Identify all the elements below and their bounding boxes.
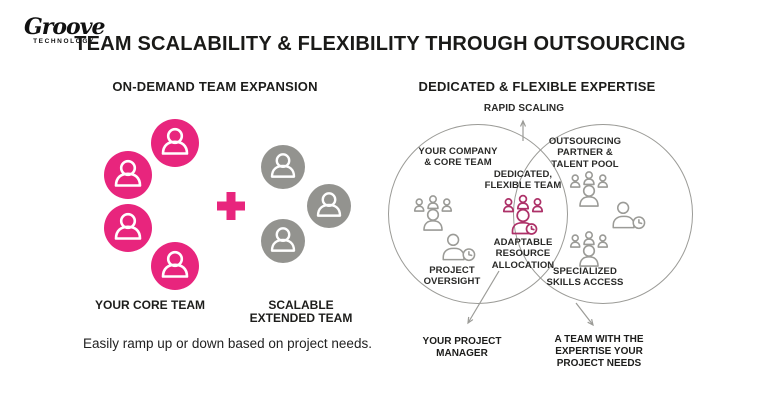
rapid-scaling-label: RAPID SCALING	[483, 103, 565, 114]
core-team-member-icon	[104, 204, 152, 252]
team-icon	[412, 193, 454, 231]
extended-team-member-icon	[261, 219, 305, 263]
extended-team-member-icon	[307, 184, 351, 228]
extended-team-member-icon	[261, 145, 305, 189]
right-panel-heading: DEDICATED & FLEXIBLE EXPERTISE	[418, 79, 656, 94]
person-clock-icon	[441, 233, 477, 262]
left-panel-caption: Easily ramp up or down based on project …	[83, 336, 372, 351]
team-icon	[568, 169, 610, 207]
person-clock-icon	[611, 201, 647, 230]
venn-right-title: OUTSOURCING PARTNER & TALENT POOL	[548, 136, 622, 170]
venn-left-title: YOUR COMPANY & CORE TEAM	[418, 146, 498, 169]
expert-team-callout: A TEAM WITH THE EXPERTISE YOUR PROJECT N…	[554, 334, 644, 369]
core-team-member-icon	[151, 242, 199, 290]
logo-subtitle: TECHNOLOGY	[33, 38, 95, 45]
extended-team-label: SCALABLE EXTENDED TEAM	[249, 298, 353, 326]
logo-wordmark: Groove	[24, 14, 106, 40]
team-clock-icon	[500, 192, 546, 238]
project-manager-callout: YOUR PROJECT MANAGER	[422, 336, 502, 359]
venn-center-bottom-label: ADAPTABLE RESOURCE ALLOCATION	[491, 237, 555, 271]
core-team-member-icon	[104, 151, 152, 199]
core-team-member-icon	[151, 119, 199, 167]
venn-left-bottom-label: PROJECT OVERSIGHT	[423, 265, 481, 288]
plus-icon	[215, 190, 247, 222]
left-panel-heading: ON-DEMAND TEAM EXPANSION	[112, 79, 318, 94]
team-icon	[568, 229, 610, 267]
venn-right-bottom-label: SPECIALIZED SKILLS ACCESS	[546, 266, 624, 289]
core-team-label: YOUR CORE TEAM	[94, 298, 205, 312]
venn-right-circle	[513, 124, 693, 304]
groove-technology-logo: Groove TECHNOLOGY	[24, 14, 106, 45]
venn-center-title: DEDICATED, FLEXIBLE TEAM	[484, 169, 562, 192]
page-title: TEAM SCALABILITY & FLEXIBILITY THROUGH O…	[74, 33, 686, 55]
